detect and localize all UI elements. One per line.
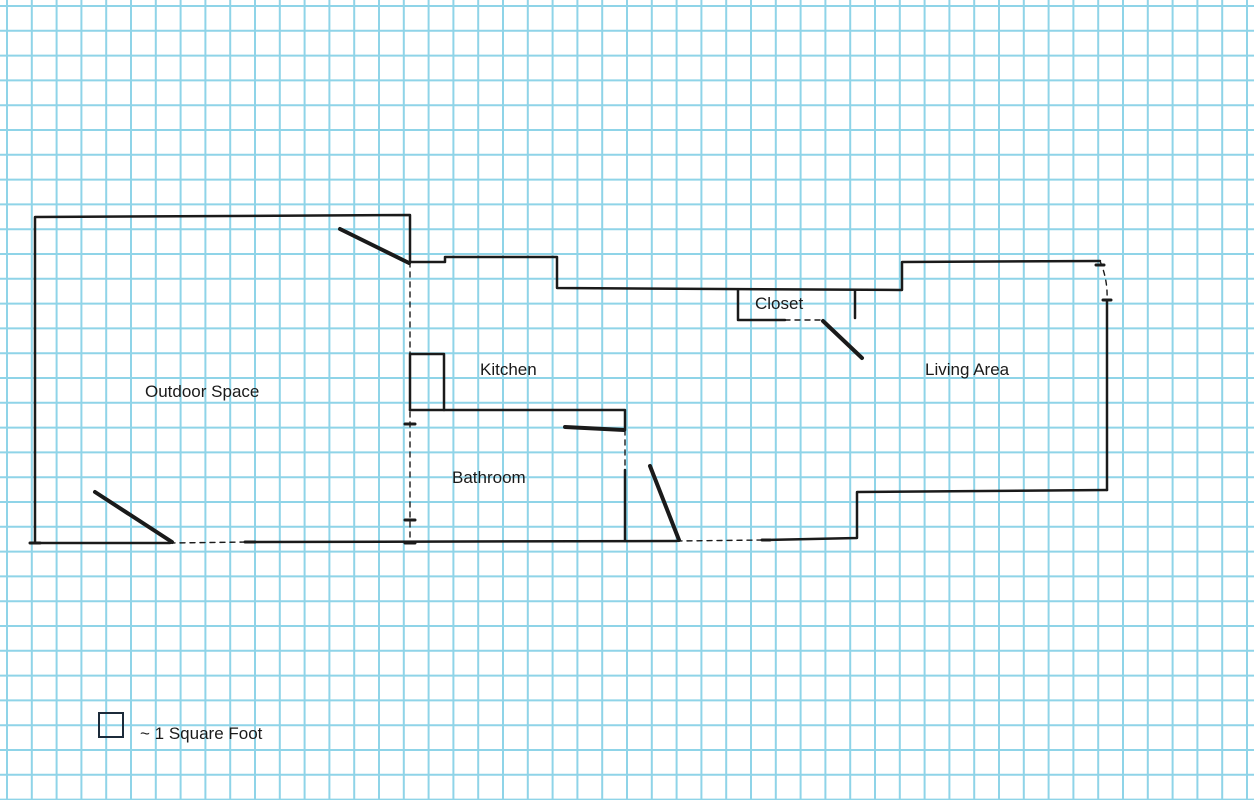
south-wall-middle	[248, 539, 679, 544]
bathroom-wall	[408, 408, 627, 432]
front-door-opening	[169, 541, 251, 544]
kitchen-counter	[408, 352, 446, 412]
room-label-outdoor-space: Outdoor Space	[145, 382, 260, 401]
south-opening	[676, 539, 766, 542]
bathroom-door	[563, 425, 626, 432]
room-label-bathroom: Bathroom	[452, 468, 526, 487]
legend-scale-text: ~ 1 Square Foot	[140, 724, 263, 743]
room-label-living-area: Living Area	[925, 360, 1010, 379]
legend-square-icon	[98, 712, 124, 738]
south-east-wall	[763, 488, 1109, 542]
outdoor-space-wall	[33, 213, 1102, 545]
closet-door	[821, 319, 864, 360]
room-label-closet: Closet	[755, 294, 804, 313]
outdoor-door	[338, 227, 411, 265]
east-door-opening	[1099, 260, 1108, 301]
room-label-kitchen: Kitchen	[480, 360, 537, 379]
closet-wall	[736, 288, 787, 322]
south-door	[648, 464, 681, 542]
front-door	[93, 490, 174, 544]
